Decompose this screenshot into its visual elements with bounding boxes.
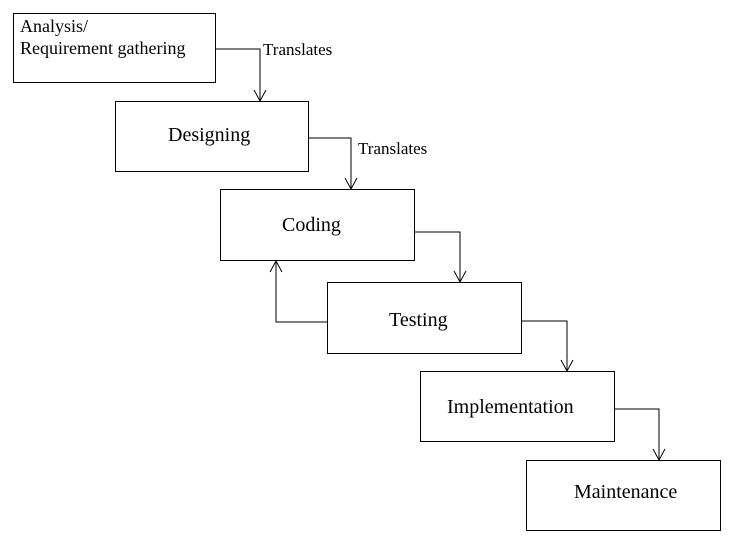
connector-analysis-designing — [215, 48, 261, 101]
arrowhead-coding-feedback — [269, 259, 283, 273]
step-analysis-label-line2: Requirement gathering — [20, 38, 186, 58]
edge-label-analysis-designing: Translates — [263, 40, 333, 59]
step-analysis-label-line1: Analysis/ — [20, 16, 89, 36]
step-analysis-box: Analysis/ Requirement gathering — [13, 13, 216, 83]
step-implementation-box: Implementation — [420, 371, 615, 442]
connector-implementation-maintenance — [614, 408, 660, 460]
step-maintenance-box: Maintenance — [526, 460, 721, 531]
step-maintenance-label: Maintenance — [574, 481, 678, 503]
step-designing-label: Designing — [168, 124, 251, 146]
step-designing-box: Designing — [115, 101, 309, 172]
connector-designing-coding — [308, 137, 352, 189]
connector-coding-testing — [414, 231, 461, 282]
connector-testing-coding-feedback — [275, 261, 327, 323]
step-coding-box: Coding — [220, 189, 415, 261]
step-testing-label: Testing — [389, 309, 448, 331]
step-coding-label: Coding — [282, 214, 341, 236]
step-implementation-label: Implementation — [447, 396, 574, 418]
step-testing-box: Testing — [327, 282, 522, 354]
edge-label-designing-coding: Translates — [358, 139, 428, 158]
connector-testing-implementation — [521, 320, 568, 371]
